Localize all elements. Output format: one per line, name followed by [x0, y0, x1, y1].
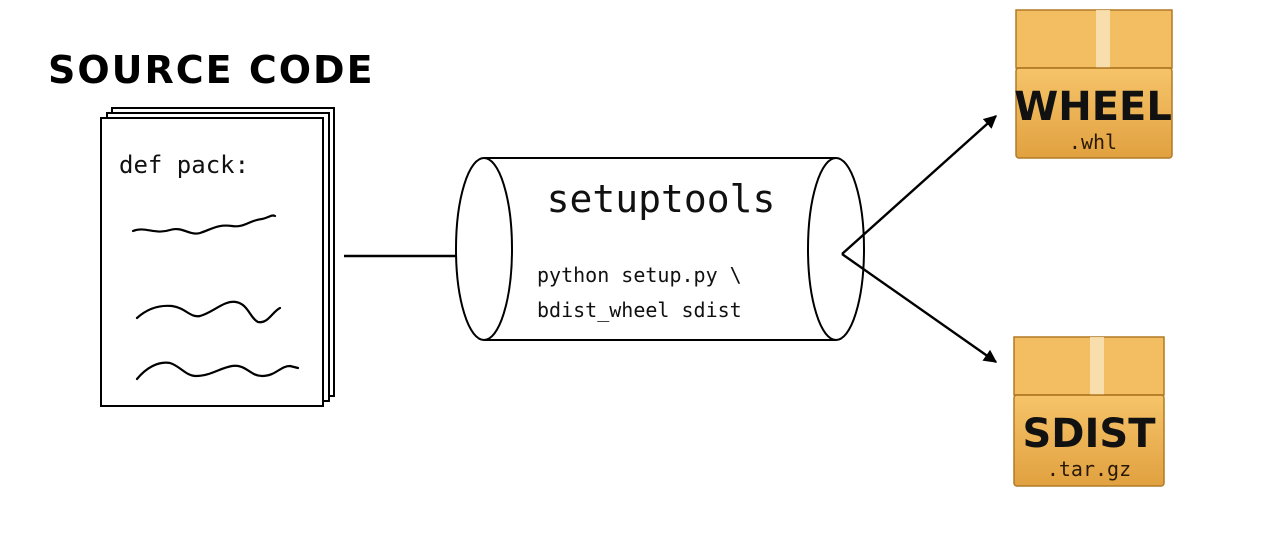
- command-line-1: python setup.py \: [537, 263, 742, 287]
- cylinder-body-edges: [484, 157, 836, 341]
- code-line-text: def pack:: [119, 151, 249, 179]
- page-front: [100, 117, 324, 407]
- command-line-2: bdist_wheel sdist: [537, 298, 742, 322]
- package-box-icon: [1013, 336, 1165, 487]
- squiggle-line-1: [131, 214, 277, 235]
- setuptools-cylinder: setuptools python setup.py \ bdist_wheel…: [455, 157, 865, 341]
- wheel-package: WHEEL .whl: [1014, 9, 1173, 159]
- sdist-package: SDIST .tar.gz: [1013, 336, 1165, 487]
- source-code-heading: SOURCE CODE: [48, 48, 375, 92]
- sdist-extension: .tar.gz: [1047, 457, 1131, 481]
- squiggle-line-3: [135, 361, 300, 381]
- setuptools-label: setuptools: [547, 177, 776, 221]
- arrow-to-wheel: [841, 115, 997, 255]
- cylinder-left-cap: [455, 157, 513, 341]
- cylinder-right-cap: [807, 157, 865, 341]
- source-document-icon: def pack:: [100, 107, 335, 407]
- package-box-icon: [1015, 9, 1173, 159]
- arrow-to-sdist: [841, 253, 998, 363]
- squiggle-line-2: [135, 300, 282, 324]
- sdist-title: SDIST: [1023, 411, 1157, 457]
- wheel-extension: .whl: [1069, 130, 1117, 154]
- wheel-title: WHEEL: [1014, 84, 1172, 130]
